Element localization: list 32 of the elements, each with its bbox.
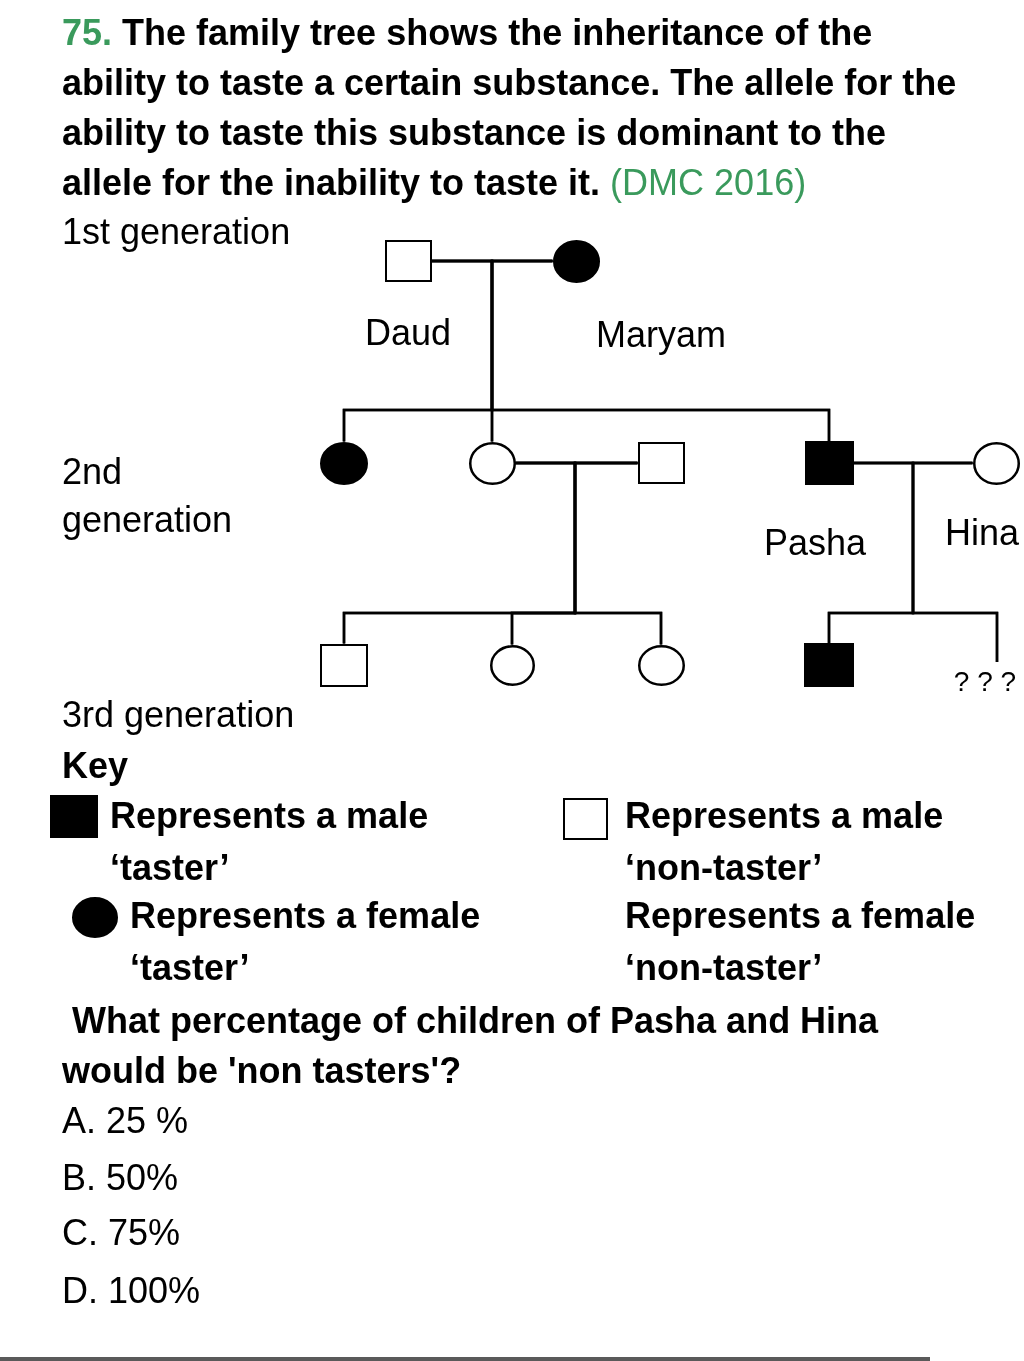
generation-label: 2nd generation — [62, 450, 234, 542]
pedigree-line — [911, 461, 999, 662]
open-circle-symbol — [468, 441, 516, 485]
legend-text: Represents a male ‘taster’ — [110, 794, 430, 890]
legend-text: Represents a female ‘taster’ — [130, 894, 482, 990]
person-name-label: Pasha — [764, 521, 867, 564]
filled-circle-symbol — [320, 441, 368, 485]
filled-square-symbol — [804, 441, 854, 485]
legend-text: Represents a male ‘non-taster’ — [625, 794, 945, 890]
open-circle-symbol — [972, 441, 1020, 485]
person-name-label: Maryam — [596, 313, 726, 356]
open-circle-symbol — [489, 644, 535, 686]
answer-option: D. 100% — [62, 1269, 201, 1312]
person-name-label: Hina — [945, 511, 1020, 554]
open-circle-symbol — [637, 644, 685, 686]
generation-label: 1st generation — [62, 210, 292, 253]
pedigree-line — [573, 461, 663, 645]
generation-label: 3rd generation — [62, 693, 296, 736]
question-stem: 75. The family tree shows the inheritance of the ability to taste a certain substance. The allele for the ability to taste this substance is dominant to the allele for the inability to taste it. (DMC 2016) — [62, 11, 958, 205]
answer-option: C. 75% — [62, 1211, 181, 1254]
answer-option: A. 25 % — [62, 1099, 189, 1142]
answer-option: B. 50% — [62, 1156, 179, 1199]
question-mark-label: ? ? ? — [950, 662, 1020, 702]
legend-text: Represents a female ‘non-taster’ — [625, 894, 977, 990]
open-square-symbol — [320, 643, 368, 687]
person-name-label: Daud — [365, 311, 452, 354]
open-square-symbol — [637, 442, 685, 484]
open-square-symbol — [384, 240, 432, 282]
filled-circle-symbol — [552, 239, 600, 283]
key-heading: Key — [62, 744, 129, 787]
question-text: What percentage of children of Pasha and Hina would be 'non tasters'? — [62, 999, 880, 1093]
filled-square-symbol — [804, 643, 854, 687]
